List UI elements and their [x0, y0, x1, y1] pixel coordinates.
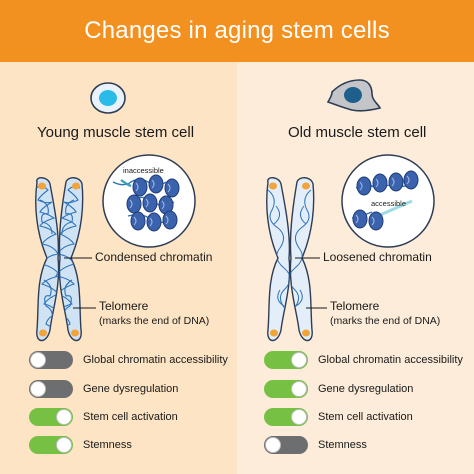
old-toggle-label: Stem cell activation [318, 411, 413, 423]
old-toggle-row: Stemness [264, 436, 367, 454]
page-title: Changes in aging stem cells [84, 17, 390, 44]
young-toggle-switch[interactable] [29, 351, 73, 369]
young-toggle-row: Global chromatin accessibility [29, 351, 228, 369]
telomere-mark [270, 329, 278, 337]
telomere-mark [39, 329, 47, 337]
toggle-knob [291, 352, 307, 368]
old-toggle-switch[interactable] [264, 351, 308, 369]
telomere-mark [302, 329, 310, 337]
young-chromatin-label: Condensed chromatin [95, 250, 213, 264]
old-title: Old muscle stem cell [288, 124, 427, 141]
old-toggle-row: Stem cell activation [264, 408, 413, 426]
old-toggle-row: Global chromatin accessibility [264, 351, 463, 369]
young-toggle-switch[interactable] [29, 380, 73, 398]
telomere-mark [72, 182, 80, 190]
young-chromatin-inset [102, 154, 196, 248]
old-inset-label: accessible [371, 199, 407, 208]
old-toggle-switch[interactable] [264, 380, 308, 398]
young-chromosome [35, 177, 84, 342]
young-cell-icon [90, 82, 126, 114]
young-toggle-label: Stemness [83, 439, 132, 451]
old-chromosome [266, 177, 315, 342]
old-telomere-sub: (marks the end of DNA) [330, 315, 441, 327]
toggle-knob [56, 437, 72, 453]
young-toggle-row: Stem cell activation [29, 408, 178, 426]
toggle-knob [30, 381, 46, 397]
young-toggle-switch[interactable] [29, 408, 73, 426]
young-telomere-sub: (marks the end of DNA) [99, 315, 210, 327]
header-bar: Changes in aging stem cells [0, 0, 474, 62]
old-toggle-switch[interactable] [264, 436, 308, 454]
young-toggle-row: Gene dysregulation [29, 380, 178, 398]
young-toggle-label: Global chromatin accessibility [83, 354, 228, 366]
young-toggle-label: Stem cell activation [83, 411, 178, 423]
leader-lines [64, 257, 327, 309]
old-toggle-switch[interactable] [264, 408, 308, 426]
telomere-mark [71, 329, 79, 337]
old-toggle-label: Global chromatin accessibility [318, 354, 463, 366]
old-telomere-label: Telomere [330, 299, 380, 313]
old-cell-icon [326, 79, 382, 112]
toggle-knob [291, 409, 307, 425]
telomere-mark [269, 182, 277, 190]
old-toggle-label: Gene dysregulation [318, 383, 414, 395]
old-chromatin-label: Loosened chromatin [323, 250, 432, 264]
young-title: Young muscle stem cell [37, 124, 195, 141]
toggle-knob [56, 409, 72, 425]
young-panel [0, 62, 237, 474]
young-toggle-row: Stemness [29, 436, 132, 454]
young-inset-label: inaccessible [123, 166, 164, 175]
old-chromatin-inset [341, 154, 435, 248]
toggle-knob [291, 381, 307, 397]
old-toggle-row: Gene dysregulation [264, 380, 413, 398]
young-toggle-switch[interactable] [29, 436, 73, 454]
toggle-knob [30, 352, 46, 368]
old-toggle-label: Stemness [318, 439, 367, 451]
young-telomere-label: Telomere [99, 299, 149, 313]
telomere-mark [302, 182, 310, 190]
young-toggle-label: Gene dysregulation [83, 383, 179, 395]
toggle-knob [265, 437, 281, 453]
telomere-mark [38, 182, 46, 190]
